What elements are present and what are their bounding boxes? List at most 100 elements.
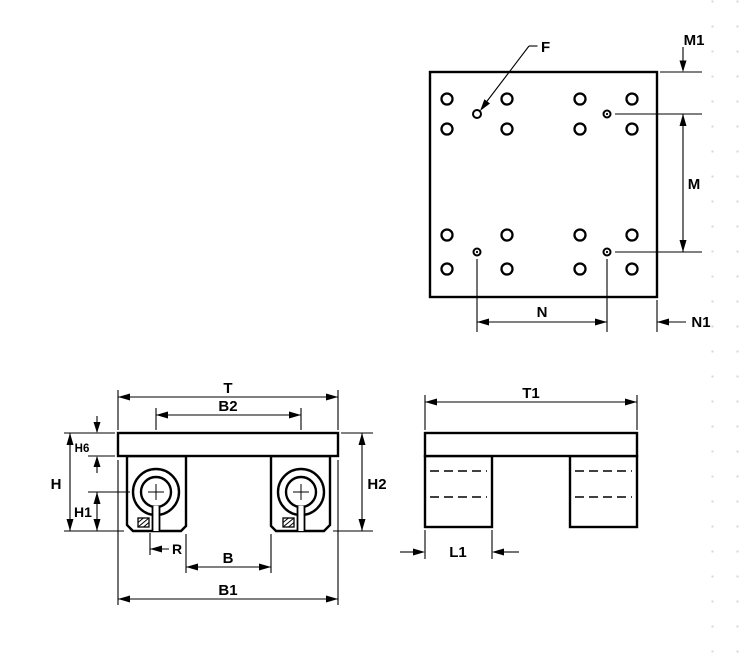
arrowhead bbox=[93, 422, 101, 433]
dim-label-f: F bbox=[541, 39, 550, 56]
arrowhead bbox=[358, 433, 366, 445]
dimension-R: R bbox=[149, 533, 182, 557]
top-plate-side bbox=[423, 431, 639, 458]
dimension-B2: B2 bbox=[155, 398, 302, 430]
arrowhead bbox=[480, 99, 490, 111]
mounting-hole bbox=[573, 92, 587, 106]
hatch-line bbox=[282, 517, 295, 528]
dimension-T1: T1 bbox=[424, 385, 638, 430]
mounting-hole bbox=[500, 92, 514, 106]
mounting-hole bbox=[500, 122, 514, 136]
side-view: T1 L1 bbox=[400, 385, 639, 561]
arrowhead bbox=[186, 563, 198, 571]
mounting-hole bbox=[440, 92, 454, 106]
arrowhead bbox=[477, 318, 489, 326]
hatch-line bbox=[288, 522, 295, 528]
hatch-line bbox=[143, 522, 150, 528]
leader-line bbox=[484, 45, 530, 105]
dimension-B1: B1 bbox=[117, 460, 339, 605]
dimension-N: N bbox=[476, 259, 608, 332]
reference-holes bbox=[472, 109, 612, 257]
arrowhead bbox=[156, 411, 168, 419]
arrowhead bbox=[66, 519, 74, 531]
arrowhead bbox=[93, 519, 101, 531]
arrowhead bbox=[425, 398, 437, 406]
mounting-hole bbox=[440, 228, 454, 242]
dim-label-b2: B2 bbox=[218, 398, 237, 415]
dimension-N1: N1 bbox=[656, 300, 711, 332]
dim-label-l1: L1 bbox=[449, 544, 467, 561]
dimension-H2: H2 bbox=[333, 432, 387, 532]
dimension-L1: L1 bbox=[400, 530, 519, 561]
dim-label-b1: B1 bbox=[218, 582, 237, 599]
dim-label-t1: T1 bbox=[522, 385, 540, 402]
mounting-hole bbox=[625, 92, 639, 106]
hole-center-dot bbox=[605, 250, 609, 254]
dimension-H6: H6 bbox=[75, 416, 101, 473]
arrowhead bbox=[289, 411, 301, 419]
left-extension-lines bbox=[64, 432, 130, 532]
mounting-hole bbox=[625, 122, 639, 136]
arrowhead bbox=[326, 393, 338, 401]
dimension-H: H bbox=[51, 433, 74, 531]
arrowhead bbox=[259, 563, 271, 571]
dim-label-n: N bbox=[537, 304, 548, 321]
arrowhead bbox=[492, 548, 504, 556]
dim-label-m: M bbox=[688, 176, 701, 193]
dimension-F: F bbox=[480, 39, 550, 111]
mounting-hole bbox=[440, 262, 454, 276]
left-leg bbox=[423, 454, 494, 529]
front-view: T B2 H6 bbox=[51, 380, 387, 605]
plate-outline bbox=[428, 70, 659, 299]
arrowhead bbox=[625, 398, 637, 406]
dim-label-h6: H6 bbox=[75, 443, 90, 455]
arrowhead bbox=[118, 595, 130, 603]
dim-label-h: H bbox=[51, 476, 62, 493]
mounting-hole bbox=[440, 122, 454, 136]
right-leg bbox=[568, 454, 639, 529]
hole-center-dot bbox=[605, 112, 609, 116]
arrowhead bbox=[595, 318, 607, 326]
arrowhead bbox=[679, 60, 687, 72]
top-view: F M1 M N bbox=[428, 32, 711, 332]
hidden-lines bbox=[430, 470, 632, 498]
hatch-line bbox=[137, 517, 150, 528]
clamp-slits bbox=[151, 506, 306, 531]
mounting-hole bbox=[500, 228, 514, 242]
dimension-H1: H1 bbox=[74, 492, 101, 531]
mounting-hole bbox=[625, 228, 639, 242]
mounting-hole bbox=[500, 262, 514, 276]
top-plate bbox=[116, 431, 340, 458]
dim-label-r: R bbox=[172, 541, 182, 557]
slit-gap bbox=[153, 506, 159, 531]
arrowhead bbox=[679, 240, 687, 252]
arrowhead bbox=[358, 519, 366, 531]
dim-label-t: T bbox=[223, 380, 232, 397]
arrowhead bbox=[93, 456, 101, 467]
mounting-hole bbox=[573, 262, 587, 276]
reference-hole-f bbox=[472, 109, 482, 119]
hatch-line bbox=[282, 517, 289, 523]
dim-label-m1: M1 bbox=[684, 32, 705, 49]
mounting-hole bbox=[625, 262, 639, 276]
arrowhead bbox=[118, 393, 130, 401]
arrowhead bbox=[413, 548, 425, 556]
dim-label-b: B bbox=[223, 550, 234, 567]
arrowhead bbox=[657, 318, 669, 326]
clamp-screws bbox=[137, 517, 295, 528]
arrowhead bbox=[326, 595, 338, 603]
slit-gap bbox=[298, 506, 304, 531]
hole-center-dot bbox=[475, 250, 479, 254]
mounting-hole bbox=[573, 228, 587, 242]
dim-label-h2: H2 bbox=[367, 476, 386, 493]
arrowhead bbox=[679, 114, 687, 126]
center-crosses bbox=[148, 484, 309, 500]
mounting-hole bbox=[573, 122, 587, 136]
dim-label-n1: N1 bbox=[691, 314, 710, 331]
arrowhead bbox=[150, 545, 162, 553]
dimension-T: T bbox=[117, 380, 339, 430]
dim-label-h1: H1 bbox=[74, 504, 92, 520]
dimension-B: B bbox=[185, 534, 272, 573]
